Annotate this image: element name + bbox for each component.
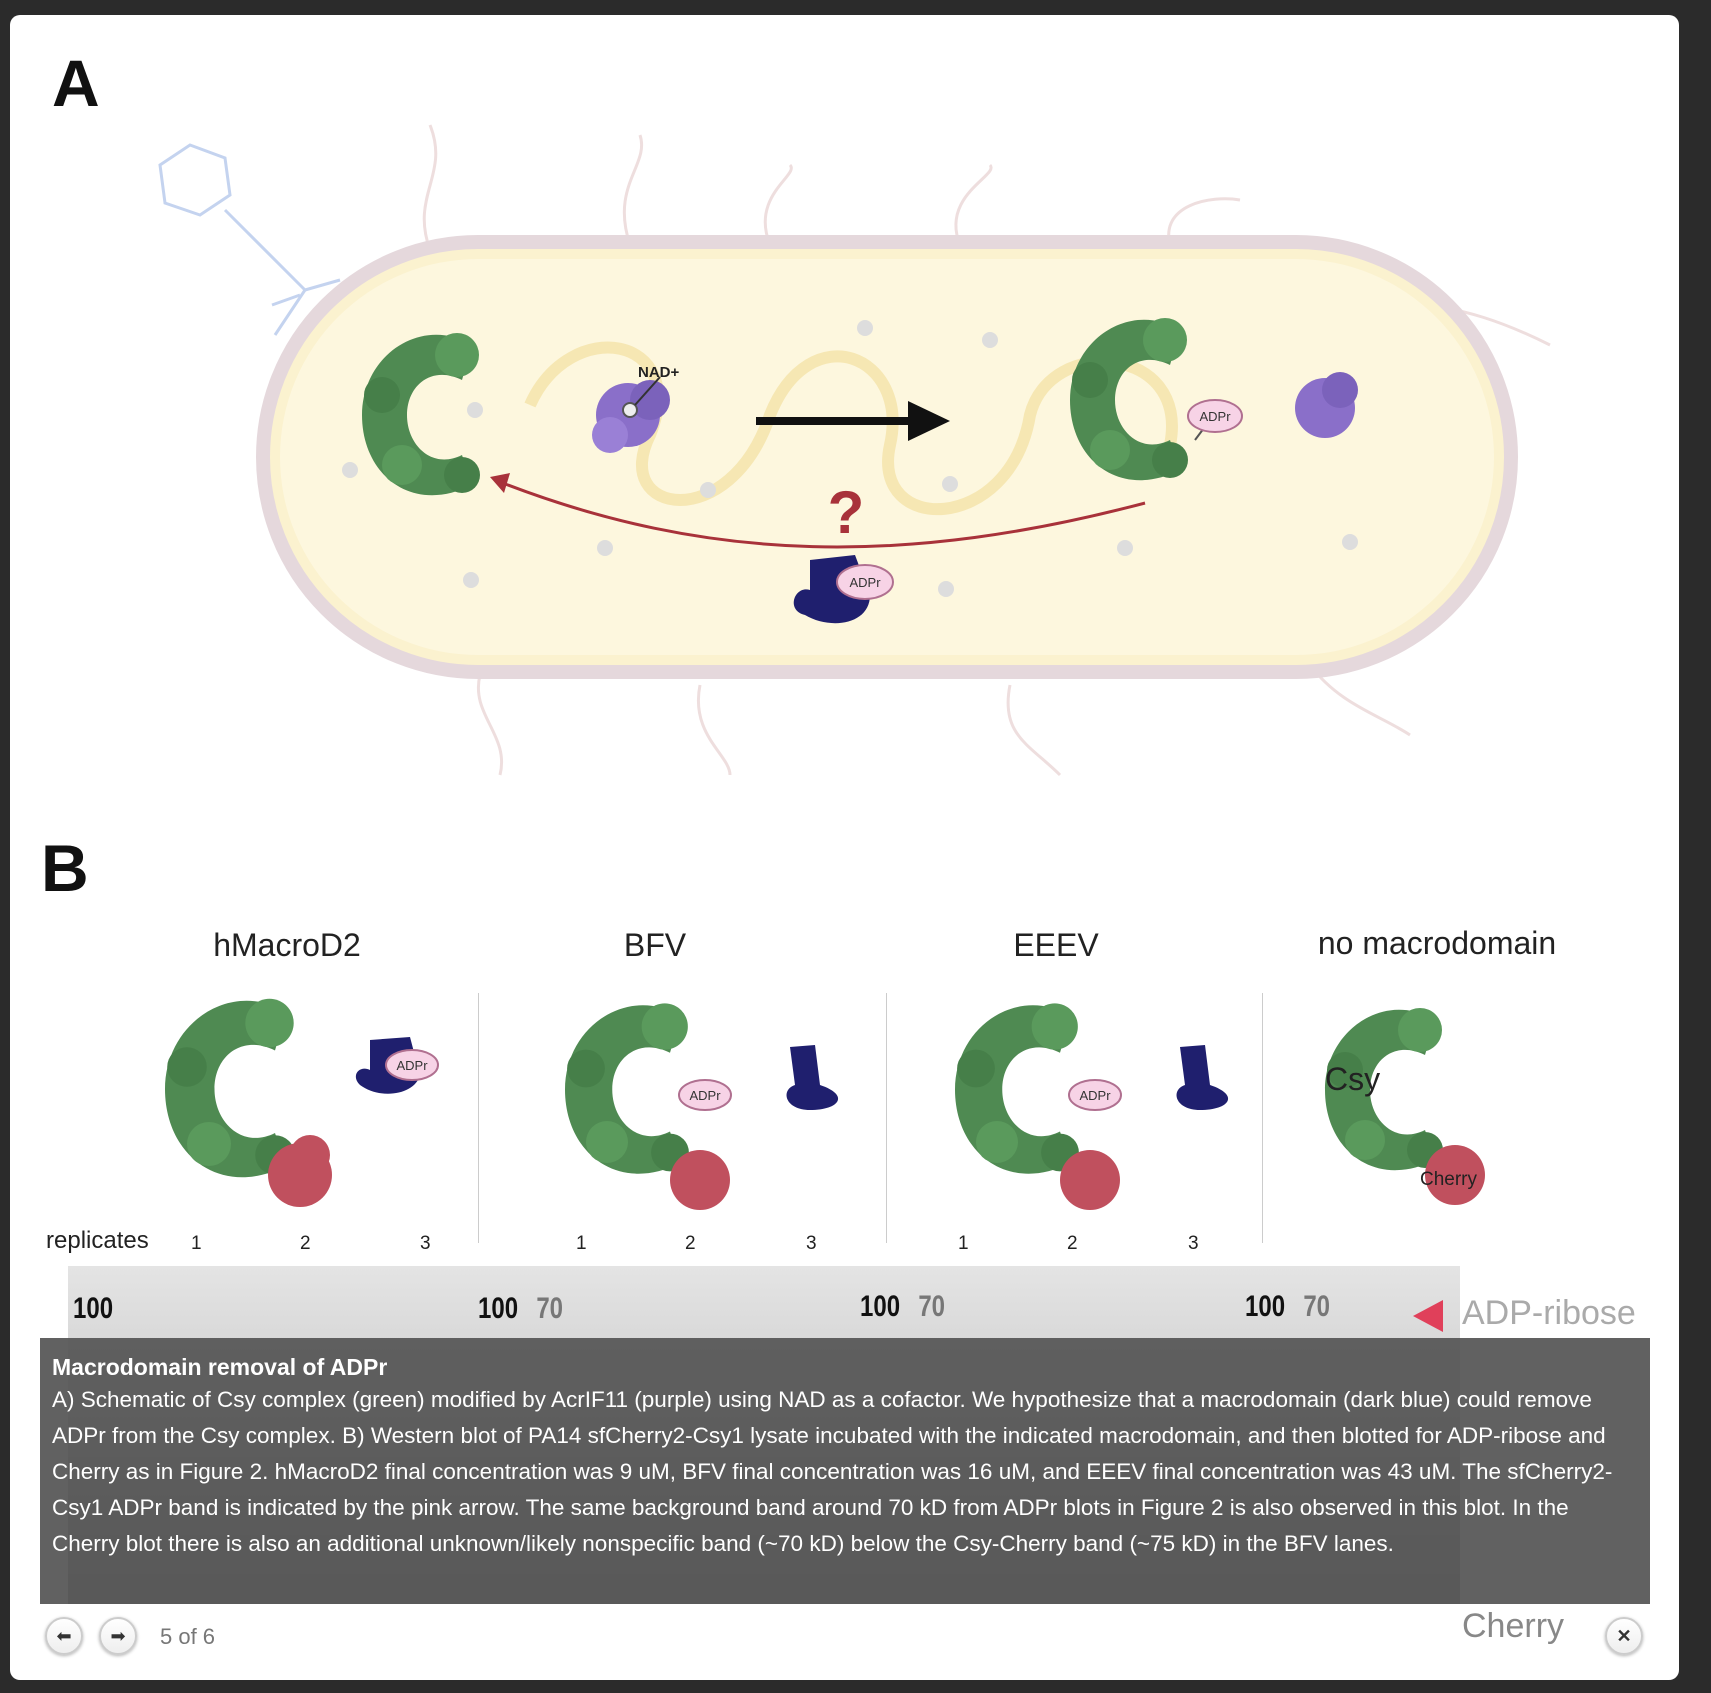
divider (886, 993, 887, 1243)
panel-b-label: B (41, 831, 89, 905)
divider (1262, 993, 1263, 1243)
replicates-label: replicates (46, 1227, 149, 1254)
marker-100: 100 (478, 1292, 519, 1325)
replicate-number: 1 (191, 1233, 202, 1254)
slide-counter: 5 of 6 (160, 1624, 216, 1649)
schematic-diagram: NAD+ ADPr ? ADPr (158, 124, 1551, 777)
svg-text:ADPr: ADPr (849, 575, 881, 590)
nad-label: NAD+ (638, 364, 679, 381)
reaction-arrow-icon (908, 401, 950, 441)
svg-text:ADPr: ADPr (1079, 1088, 1111, 1103)
cherry-blot-label: Cherry (1462, 1607, 1565, 1645)
marker-100: 100 (860, 1290, 901, 1323)
replicate-number: 2 (685, 1233, 696, 1254)
acrif11-icon (1295, 372, 1358, 438)
pink-arrow-icon (1413, 1300, 1443, 1332)
group-title-bfv: BFV (623, 927, 687, 963)
lightbox-panel: A NAD+ (10, 15, 1679, 1680)
replicate-number: 3 (420, 1233, 431, 1254)
panel-a-label: A (52, 46, 100, 120)
marker-70: 70 (536, 1292, 564, 1325)
group-title-hmacrod2: hMacroD2 (213, 927, 361, 963)
svg-text:ADPr: ADPr (689, 1088, 721, 1103)
svg-text:ADPr: ADPr (396, 1058, 428, 1073)
replicate-number: 1 (958, 1233, 969, 1254)
marker-100: 100 (1245, 1290, 1286, 1323)
next-button[interactable]: ➡ (99, 1617, 137, 1655)
cherry-label: Cherry (1420, 1169, 1478, 1190)
question-mark: ? (828, 479, 865, 546)
arrow-left-icon: ⬅ (56, 1625, 72, 1646)
phage-icon (158, 143, 341, 336)
previous-button[interactable]: ⬅ (45, 1617, 83, 1655)
caption-overlay: Macrodomain removal of ADPr A) Schematic… (40, 1338, 1650, 1604)
cherry-icon (268, 1135, 332, 1207)
close-button[interactable]: ✕ (1605, 1617, 1643, 1655)
caption-body: A) Schematic of Csy complex (green) modi… (52, 1387, 1613, 1556)
replicate-number: 2 (1067, 1233, 1078, 1254)
replicate-number: 1 (576, 1233, 587, 1254)
marker-70: 70 (918, 1290, 946, 1323)
divider (478, 993, 479, 1243)
group-title-eeev: EEEV (1013, 927, 1099, 963)
adp-ribose-label: ADP-ribose (1462, 1294, 1636, 1332)
replicate-number: 3 (806, 1233, 817, 1254)
adpr-label: ADPr (1199, 409, 1231, 424)
reverse-arrow (494, 478, 1146, 549)
arrow-right-icon: ➡ (110, 1625, 126, 1646)
group-title-no-macrodomain: no macrodomain (1317, 925, 1557, 961)
marker-70: 70 (1303, 1290, 1331, 1323)
caption-title: Macrodomain removal of ADPr (52, 1354, 388, 1380)
replicate-number: 3 (1188, 1233, 1199, 1254)
csy-label: Csy (1325, 1061, 1380, 1097)
close-icon: ✕ (1616, 1625, 1632, 1646)
macrodomain-diagrams: ADPr ADPr Csy Cherry ADPr (165, 998, 1485, 1210)
marker-100: 100 (73, 1292, 114, 1325)
replicate-number: 2 (300, 1233, 311, 1254)
